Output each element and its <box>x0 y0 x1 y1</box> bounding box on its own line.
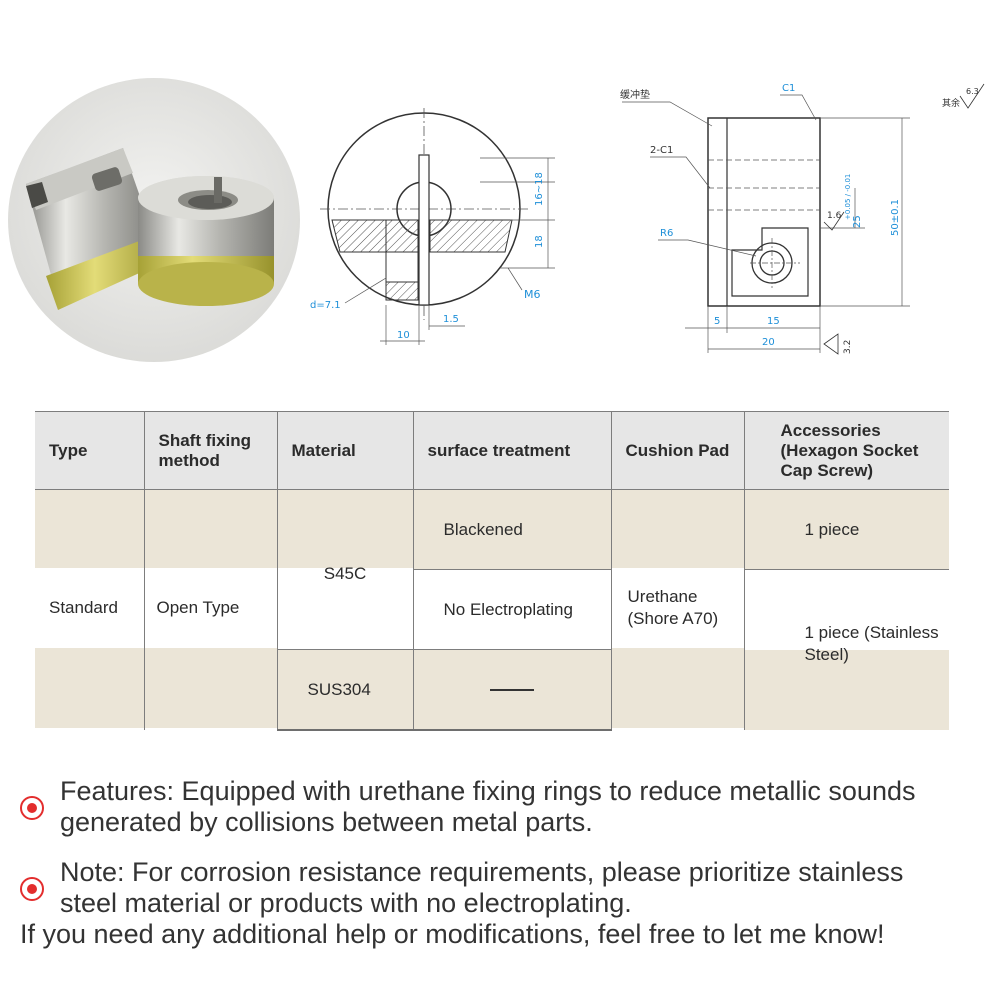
dash-mark <box>490 689 534 692</box>
cell-shaft-fixing: Open Type <box>143 489 278 730</box>
side-label-cushion: 缓冲垫 <box>620 88 650 101</box>
bullet-target-icon <box>20 877 44 901</box>
table-row: SUS304 <box>35 649 949 732</box>
header-accessories: Accessories (Hexagon Socket Cap Screw) <box>743 411 949 490</box>
note-line-1: Note: For corrosion resistance requireme… <box>60 857 904 887</box>
front-dim-1-5: 1.5 <box>443 314 459 325</box>
header-material: Material <box>276 411 414 490</box>
side-label-rest-val: 6.3 <box>966 87 979 96</box>
side-dim-1-6: 1.6 <box>827 211 842 221</box>
table-header-row: Type Shaft fixing method Material surfac… <box>35 411 949 490</box>
table-row: Standard Open Type S45C Blackened Uretha… <box>35 489 949 730</box>
note-line-3: If you need any additional help or modif… <box>20 919 885 949</box>
cell-surface-no-electroplating: No Electroplating <box>413 569 612 651</box>
product-photo <box>8 78 300 362</box>
cell-accessory-1: 1 piece <box>743 489 949 570</box>
side-dim-20: 20 <box>762 337 775 348</box>
side-dim-15: 15 <box>767 316 780 327</box>
front-view-drawing: 16~18 18 M6 d=7.1 1.5 10 <box>310 108 555 345</box>
header-shaft-fixing: Shaft fixing method <box>143 411 278 490</box>
cell-surface-blackened: Blackened <box>412 489 612 570</box>
side-dim-3-2: 3.2 <box>843 340 853 354</box>
side-label-c1: C1 <box>782 83 795 94</box>
cell-material-s45c: S45C <box>276 489 414 650</box>
features-line-2: generated by collisions between metal pa… <box>60 807 593 837</box>
corrosion-note: Note: For corrosion resistance requireme… <box>20 857 990 950</box>
features-line-1: Features: Equipped with urethane fixing … <box>60 776 916 806</box>
cell-accessory-2: 1 piece (Stainless Steel) <box>743 569 949 730</box>
cell-surface-none <box>412 649 611 732</box>
header-surface: surface treatment <box>412 411 612 490</box>
side-label-2c1: 2-C1 <box>650 145 673 156</box>
front-dim-slot: 16~18 <box>534 172 545 206</box>
bullet-target-icon <box>20 796 44 820</box>
front-dim-height: 18 <box>534 235 545 248</box>
side-dim-50: 50±0.1 <box>890 199 901 236</box>
side-view-drawing: 缓冲垫 C1 2-C1 R6 其余 6.3 50±0.1 25 +0.05 / … <box>620 83 985 355</box>
features-note: Features: Equipped with urethane fixing … <box>20 776 990 838</box>
side-dim-25-tol: +0.05 / -0.01 <box>844 174 852 220</box>
header-cushion: Cushion Pad <box>610 411 745 490</box>
cell-type: Standard <box>35 489 145 730</box>
notes-section: Features: Equipped with urethane fixing … <box>20 776 990 969</box>
side-dim-5: 5 <box>714 316 720 327</box>
side-dim-25: 25 <box>852 215 863 228</box>
front-dim-d: d=7.1 <box>310 300 341 311</box>
front-dim-m6: M6 <box>524 288 541 301</box>
table-row: No Electroplating 1 piece (Stainless Ste… <box>35 569 949 730</box>
cell-cushion: Urethane (Shore A70) <box>610 489 745 730</box>
cell-material-sus304: SUS304 <box>277 649 414 732</box>
side-label-rest: 其余 <box>942 97 960 109</box>
front-dim-10: 10 <box>397 330 410 341</box>
spec-table: Type Shaft fixing method Material surfac… <box>35 411 949 732</box>
side-label-r6: R6 <box>660 228 673 239</box>
header-type: Type <box>35 411 145 490</box>
note-line-2: steel material or products with no elect… <box>60 888 632 918</box>
